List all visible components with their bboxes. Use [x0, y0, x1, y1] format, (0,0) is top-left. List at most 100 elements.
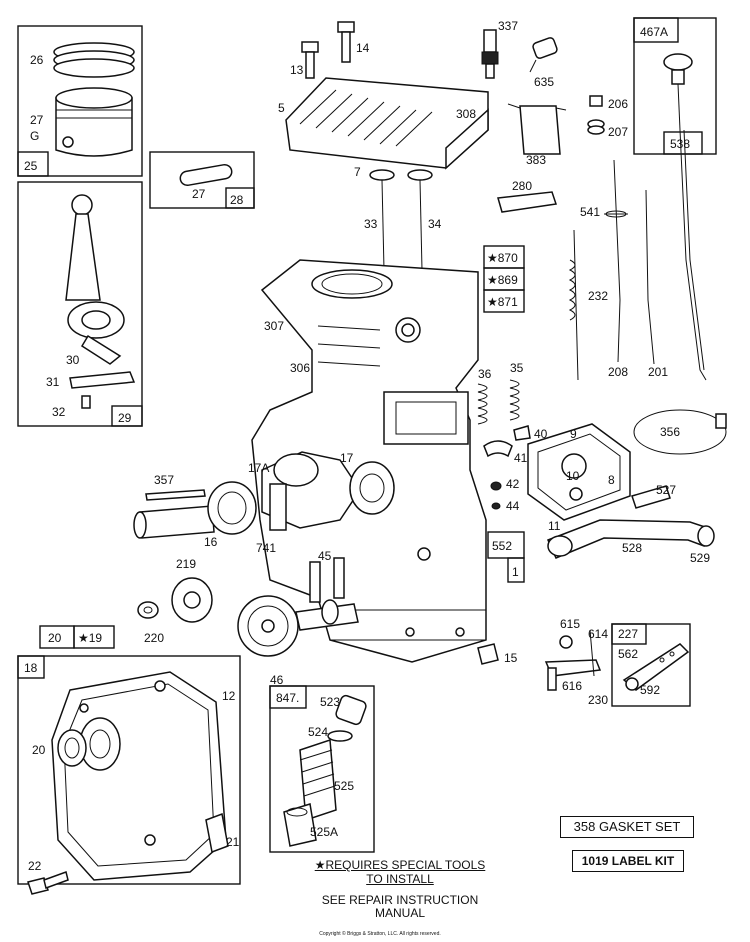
valve-spring-part [477, 379, 531, 510]
label-552: 552 [492, 539, 512, 553]
wrist-pin-part [179, 163, 233, 187]
label-230: 230 [588, 693, 608, 707]
piston-id-box [17, 151, 49, 177]
governor-lever-part [622, 643, 690, 691]
label-847: 847. [276, 691, 299, 705]
label-308: 308 [456, 107, 476, 121]
cylinder-head-part [285, 77, 489, 170]
label-g-piston: G [30, 129, 39, 143]
label-20-cover: 20 [32, 743, 46, 757]
kit-box-1 [507, 557, 525, 583]
label-35: 35 [510, 361, 524, 375]
label-525: 525 [334, 779, 354, 793]
label-30: 30 [66, 353, 80, 367]
ignition-wire-part [633, 409, 727, 455]
label-615: 615 [560, 617, 580, 631]
label-869: ★869 [487, 273, 518, 287]
label-29: 29 [118, 411, 132, 425]
label-232: 232 [588, 289, 608, 303]
crankshaft-part [133, 451, 395, 539]
seal-box-19 [73, 625, 115, 649]
label-208: 208 [608, 365, 628, 379]
label-42: 42 [506, 477, 520, 491]
spark-plug-part [481, 29, 499, 79]
label-206: 206 [608, 97, 628, 111]
label-527: 527 [656, 483, 676, 497]
wrist-pin-box [149, 151, 255, 209]
head-bolt-part [301, 21, 355, 79]
governor-rod-part [604, 159, 628, 363]
label-306: 306 [290, 361, 310, 375]
label-20-top: 20 [48, 631, 62, 645]
breather-tube-part [507, 103, 567, 155]
label-523: 523 [320, 695, 340, 709]
label-524: 524 [308, 725, 328, 739]
wrist-pin-id-box [225, 187, 255, 209]
screw-spring-part [587, 95, 605, 135]
crankcase-cover-part [51, 671, 229, 881]
label-13: 13 [290, 63, 304, 77]
repair-manual-line-1: SEE REPAIR INSTRUCTION [321, 893, 479, 907]
label-14: 14 [356, 41, 370, 55]
gasket-set-box: 358 GASKET SET [560, 816, 694, 838]
governor-lever-box [611, 623, 691, 707]
camshaft-part [237, 557, 359, 657]
label-kit-box: 1019 LABEL KIT [572, 850, 684, 872]
label-280: 280 [512, 179, 532, 193]
label-541: 541 [580, 205, 600, 219]
label-26: 26 [30, 53, 44, 67]
oil-fill-box [269, 685, 375, 853]
label-27-piston: 27 [30, 113, 44, 127]
spark-plug-cover-part [529, 37, 558, 73]
label-870: ★870 [487, 251, 518, 265]
label-7: 7 [354, 165, 361, 179]
connecting-rod-part [65, 194, 136, 409]
label-45: 45 [318, 549, 332, 563]
copyright-text: Copyright © Briggs & Stratton, LLC. All … [319, 931, 441, 937]
label-383: 383 [526, 153, 546, 167]
label-592: 592 [640, 683, 660, 697]
callout-labels: 26 27 G 25 27 28 13 14 5 308 7 33 34 337… [24, 19, 710, 873]
special-tools-note: ★REQUIRES SPECIAL TOOLS TO INSTALL [300, 858, 500, 886]
label-5: 5 [278, 101, 285, 115]
label-40: 40 [534, 427, 548, 441]
label-46: 46 [270, 673, 284, 687]
oil-fill-tube-part [299, 738, 337, 822]
drain-plug-part [477, 643, 499, 665]
label-34: 34 [428, 217, 442, 231]
label-12: 12 [222, 689, 236, 703]
kit-box-552 [487, 531, 525, 559]
valve-parts [369, 169, 433, 271]
label-9: 9 [570, 427, 577, 441]
repair-manual-line-2: MANUAL [374, 906, 425, 920]
label-27-pin: 27 [192, 187, 206, 201]
label-17a: 17A [248, 461, 269, 475]
crankcase-cover-id-box [17, 655, 45, 679]
label-207: 207 [608, 125, 628, 139]
label-41: 41 [514, 451, 528, 465]
label-538: 538 [670, 137, 690, 151]
link-part-280 [497, 191, 557, 213]
label-10: 10 [566, 469, 580, 483]
dipstick-part [663, 53, 707, 381]
spring-232-part [568, 229, 579, 381]
label-19: ★19 [78, 631, 102, 645]
label-18: 18 [24, 661, 38, 675]
label-201: 201 [648, 365, 668, 379]
label-1: 1 [512, 565, 519, 579]
breather-hose-part [546, 485, 715, 559]
governor-gear-part [137, 577, 213, 623]
label-44: 44 [506, 499, 520, 513]
label-307: 307 [264, 319, 284, 333]
label-616: 616 [562, 679, 582, 693]
label-11: 11 [548, 519, 561, 533]
label-871: ★871 [487, 295, 518, 309]
governor-lever-id-box [611, 623, 647, 645]
label-635: 635 [534, 75, 554, 89]
label-356: 356 [660, 425, 680, 439]
label-28: 28 [230, 193, 244, 207]
piston-box [17, 25, 143, 177]
connecting-rod-box [17, 181, 143, 427]
label-525a: 525A [310, 825, 338, 839]
